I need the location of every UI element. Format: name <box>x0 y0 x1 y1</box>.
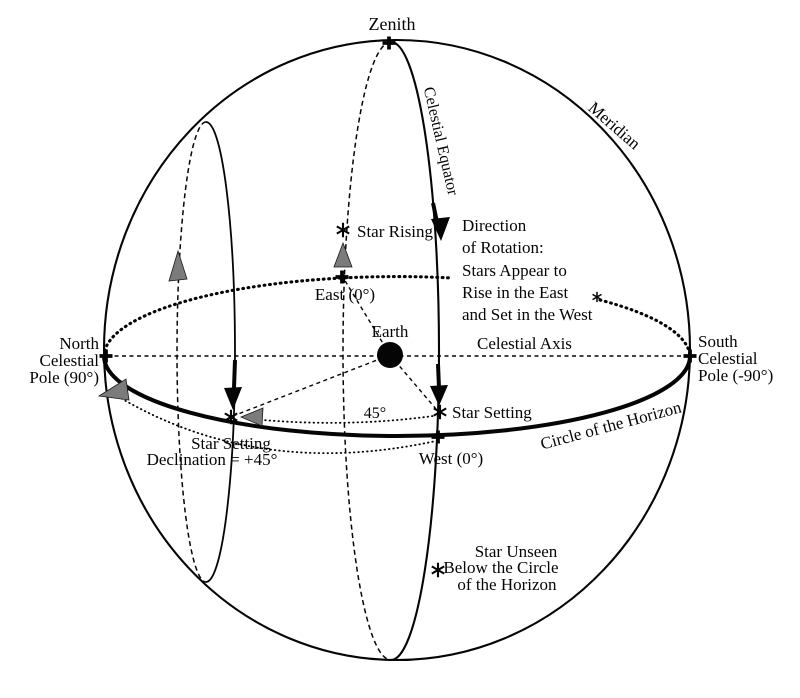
horizon-back-dotted-right <box>598 298 692 358</box>
direction-note-line: Rise in the East <box>462 283 569 302</box>
south-pole-line: South <box>698 332 738 351</box>
horizon-arc-45deg <box>251 415 434 424</box>
south-pole-marker-icon <box>681 347 699 365</box>
south-pole-line: Pole (-90°) <box>698 366 773 385</box>
sightline-earth-setting-star <box>232 354 391 417</box>
north-celestial-pole-label: North Celestial Pole (90°) <box>29 334 99 387</box>
ncp-horizon-arrow <box>97 378 130 401</box>
earth-label: Earth <box>372 322 409 341</box>
angle-45-label: 45° <box>364 405 386 422</box>
rotation-arrow-head-upper <box>431 217 450 241</box>
horizon-front <box>102 355 692 438</box>
rising-direction-arrow <box>333 241 353 268</box>
star-unseen-note: Star Unseen Below the Circle of the Hori… <box>443 542 558 594</box>
unseen-note-line: of the Horizon <box>457 575 557 594</box>
rotation-arrow-head-setting <box>224 387 242 410</box>
star-setting-west-label: Star Setting <box>452 403 532 422</box>
setting-left-arrow <box>239 407 264 427</box>
north-pole-marker-icon <box>97 347 115 365</box>
horizon-arc-ncp-to-west <box>113 393 437 455</box>
meridian-label: Meridian <box>585 98 645 154</box>
star-setting-declination-note: Star Setting Declination = +45° <box>147 434 278 469</box>
south-celestial-pole-label: South Celestial Pole (-90°) <box>698 332 773 385</box>
east-marker-icon <box>333 268 351 286</box>
unseen-note-line: Below the Circle <box>443 558 558 577</box>
star-rising-label: Star Rising <box>357 222 434 241</box>
zenith-label: Zenith <box>369 14 416 34</box>
direction-note-line: and Set in the West <box>462 305 593 324</box>
celestial-equator-front <box>390 40 441 662</box>
north-pole-line: North <box>59 334 99 353</box>
circle-of-horizon-label: Circle of the Horizon <box>538 397 683 453</box>
declination-circle-back <box>176 121 207 583</box>
rotation-arrow-head-west <box>430 385 448 406</box>
setting-note-line: Star Setting <box>191 434 271 453</box>
star-unseen-icon <box>430 561 446 579</box>
star-setting-west-icon <box>432 403 448 421</box>
direction-note-line: Stars Appear to <box>462 261 567 280</box>
west-label: West (0°) <box>419 449 483 468</box>
unseen-note-line: Star Unseen <box>475 542 558 561</box>
celestial-axis-label: Celestial Axis <box>477 334 572 353</box>
declination-up-arrow <box>168 249 188 282</box>
north-pole-line: Pole (90°) <box>29 368 99 387</box>
declination-circle-front <box>205 121 236 583</box>
direction-note-line: of Rotation: <box>462 238 544 257</box>
setting-note-line: Declination = +45° <box>147 450 278 469</box>
east-label: East (0°) <box>315 285 375 304</box>
horizon-back-dotted-left <box>102 275 454 358</box>
celestial-equator-back <box>342 41 392 661</box>
north-pole-line: Celestial <box>40 351 100 370</box>
south-pole-line: Celestial <box>698 349 758 368</box>
zenith-marker-icon <box>380 34 398 52</box>
earth-dot <box>377 342 403 368</box>
rotation-arrow-shaft-setting <box>232 359 237 389</box>
direction-of-rotation-note: Direction of Rotation: Stars Appear to R… <box>462 216 593 324</box>
direction-note-line: Direction <box>462 216 527 235</box>
rotation-arrow-shaft-west <box>436 363 441 389</box>
